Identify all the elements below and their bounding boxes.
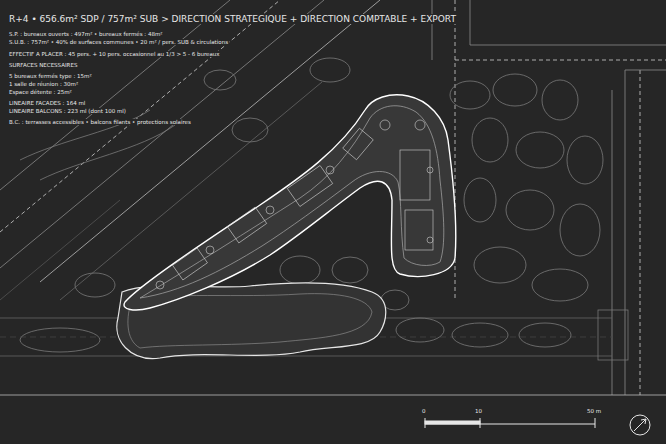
plan-title: R+4 • 656.6m² SDP / 757m² SUB > DIRECTIO… — [8, 14, 457, 24]
program-note: 5 bureaux fermés type : 15m² — [8, 73, 93, 79]
scale-label: 50 m — [586, 408, 602, 414]
program-note: B.C. : terrasses accessibles • balcons f… — [8, 119, 192, 125]
scale-label: 0 — [421, 408, 427, 414]
program-note: EFFECTIF A PLACER : 45 pers. + 10 pers. … — [8, 51, 221, 57]
program-note: Espace détente : 25m² — [8, 89, 73, 95]
program-note: S.U.B. : 757m² • 40% de surfaces commune… — [8, 39, 229, 45]
program-note: SURFACES NECESSAIRES — [8, 62, 78, 68]
program-note: LINEAIRE BALCONS : 223 ml (dont 100 ml) — [8, 108, 127, 114]
program-note: LINEAIRE FACADES : 164 ml — [8, 100, 86, 106]
program-note: S.P. : bureaux ouverts : 497m² • bureaux… — [8, 31, 163, 37]
program-note: 1 salle de réunion : 30m² — [8, 81, 79, 87]
scale-label: 10 — [474, 408, 483, 414]
